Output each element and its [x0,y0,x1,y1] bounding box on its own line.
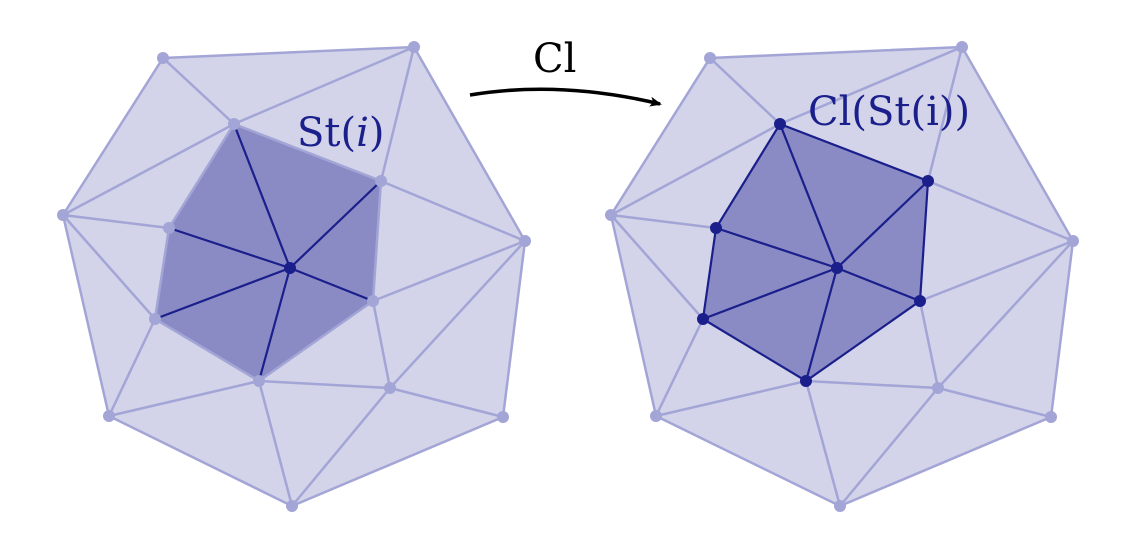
left-light-vertices [57,41,531,512]
right-closure-label: Cl(St(i)) [808,89,970,135]
left-complex: St(i) [57,41,531,512]
left-center-vertex [284,262,296,274]
left-star-region [155,124,381,381]
right-complex: Cl(St(i)) [605,41,1079,512]
closure-arrow: Cl [469,36,662,107]
right-dark-vertices [697,118,934,387]
right-light-vertices [605,41,1079,512]
left-outer-edges [62,45,526,507]
right-outer-edges [610,45,1074,507]
left-star-edges [154,123,382,382]
left-star-label: St(i) [297,110,385,156]
arrow-label: Cl [533,36,576,82]
right-closure-region [703,124,928,381]
